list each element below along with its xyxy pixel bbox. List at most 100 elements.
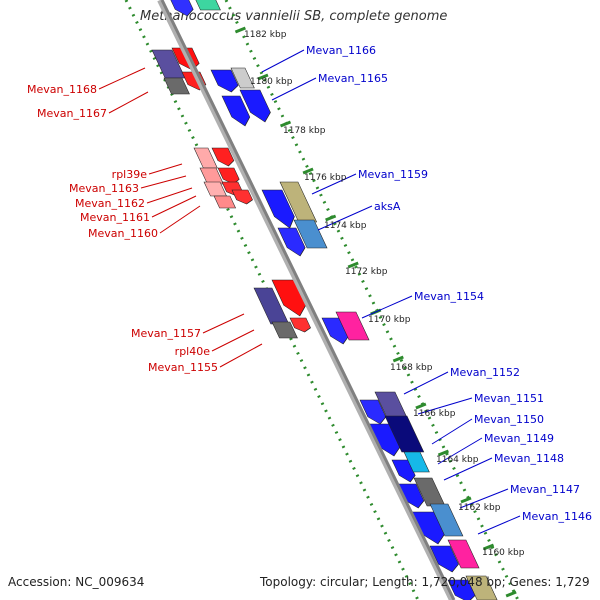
gene-feature — [261, 189, 295, 229]
scale-tick — [234, 26, 246, 34]
gene-feature — [210, 69, 239, 93]
leader-line — [437, 437, 483, 465]
scale-label: 1180 kbp — [250, 77, 293, 87]
gene-feature — [271, 321, 298, 339]
reverse-gene-label: Mevan_1168 — [27, 83, 97, 96]
gene-block — [230, 67, 255, 89]
leader-line — [146, 187, 193, 204]
forward-gene-label: Mevan_1154 — [414, 290, 484, 303]
scale-tick — [483, 543, 495, 551]
reverse-gene-label: rpl39e — [112, 168, 148, 181]
leader-line — [459, 488, 509, 509]
gene-feature — [447, 579, 476, 600]
leader-line — [211, 329, 255, 352]
reverse-gene-label: Mevan_1160 — [88, 227, 158, 240]
scale-tick — [347, 261, 359, 269]
scale-tick — [505, 590, 517, 598]
gene-feature — [230, 67, 255, 89]
gene-feature — [403, 451, 430, 473]
leader-line — [159, 205, 201, 234]
gene-block — [447, 539, 480, 569]
scale-tick — [325, 214, 337, 222]
leader-line — [443, 457, 493, 481]
scale-label: 1172 kbp — [345, 267, 388, 277]
forward-gene-label: Mevan_1148 — [494, 452, 564, 465]
leader-line — [261, 49, 305, 73]
scale-label: 1166 kbp — [413, 409, 456, 419]
leader-line — [202, 313, 245, 334]
leader-line — [417, 397, 473, 415]
gene-feature — [231, 189, 253, 205]
leader-line — [403, 371, 449, 395]
forward-gene-label: Mevan_1149 — [484, 432, 554, 445]
scale-label: 1170 kbp — [368, 315, 411, 325]
scale-label: 1160 kbp — [482, 548, 525, 558]
gene-feature — [391, 459, 416, 483]
leader-line — [271, 77, 317, 101]
gene-arrow — [391, 459, 416, 483]
scale-tick — [437, 449, 449, 457]
gene-feature — [217, 167, 240, 185]
scale-tick — [460, 496, 472, 504]
gene-feature — [429, 503, 464, 537]
forward-gene-label: Mevan_1151 — [474, 392, 544, 405]
leader-line — [317, 205, 373, 231]
leader-line — [108, 91, 149, 114]
gene-block — [293, 219, 328, 249]
scale-label: 1182 kbp — [244, 30, 287, 40]
forward-gene-label: Mevan_1147 — [510, 483, 580, 496]
gene-arrow — [221, 95, 251, 127]
gene-feature — [211, 147, 235, 167]
scale-label: 1162 kbp — [458, 503, 501, 513]
gene-block — [271, 321, 298, 339]
scale-label: 1164 kbp — [436, 455, 479, 465]
forward-gene-label: Mevan_1146 — [522, 510, 592, 523]
forward-gene-label: Mevan_1166 — [306, 44, 376, 57]
forward-gene-label: Mevan_1152 — [450, 366, 520, 379]
scale-label: 1174 kbp — [324, 221, 367, 231]
gene-feature — [465, 575, 498, 600]
gene-feature — [163, 77, 190, 95]
scale-tick — [392, 355, 404, 363]
gene-feature — [293, 219, 328, 249]
gene-arrow — [167, 0, 194, 17]
gene-feature — [221, 95, 251, 127]
gene-feature — [359, 399, 387, 425]
leader-line — [98, 67, 146, 90]
gene-block — [213, 195, 237, 209]
leader-line — [151, 195, 197, 218]
scale-label: 1168 kbp — [390, 363, 433, 373]
reverse-gene-label: Mevan_1157 — [131, 327, 201, 340]
forward-gene-label: Mevan_1150 — [474, 413, 544, 426]
gene-feature — [447, 539, 480, 569]
gene-arrow — [231, 189, 253, 205]
gene-feature — [335, 311, 370, 341]
scale-tick — [257, 73, 269, 81]
gene-feature — [289, 317, 311, 333]
reverse-gene-label: Mevan_1161 — [80, 211, 150, 224]
forward-gene-label: Mevan_1165 — [318, 72, 388, 85]
map-title: Methanococcus vannielii SB, complete gen… — [140, 9, 448, 24]
genome-summary-text: Topology: circular; Length: 1,720,048 bp… — [260, 575, 590, 589]
leader-line — [140, 175, 187, 189]
scale-tick — [415, 402, 427, 410]
gene-feature — [192, 0, 221, 11]
gene-feature — [213, 195, 237, 209]
gene-arrow — [429, 545, 459, 573]
gene-arrow — [239, 89, 271, 123]
accession-text: Accession: NC_009634 — [8, 575, 145, 589]
leader-line — [477, 515, 521, 535]
reverse-gene-label: Mevan_1167 — [37, 107, 107, 120]
gene-arrow — [261, 189, 295, 229]
backbone-line — [160, 0, 456, 600]
gene-block — [163, 77, 190, 95]
gene-block — [335, 311, 370, 341]
leader-line — [148, 163, 183, 175]
gene-feature — [239, 89, 271, 123]
reverse-gene-label: rpl40e — [175, 345, 211, 358]
scale-tick — [302, 167, 314, 175]
leader-line — [219, 343, 263, 368]
forward-gene-label: Mevan_1159 — [358, 168, 428, 181]
gene-arrow — [289, 317, 311, 333]
